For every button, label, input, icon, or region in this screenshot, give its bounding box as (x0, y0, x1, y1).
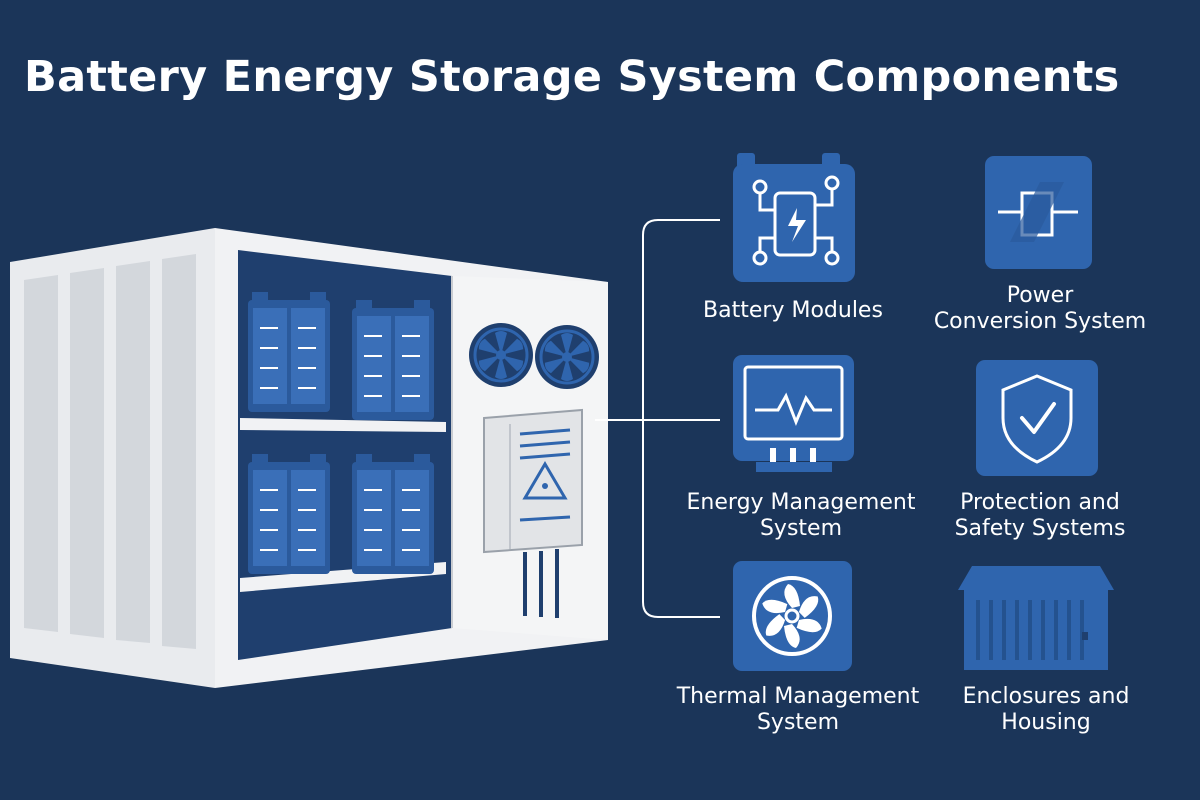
hazard-warning-icon (522, 461, 568, 500)
side-corrugation-panel (116, 261, 150, 643)
battery-unit (248, 292, 330, 412)
component-label-power-conversion: Power Conversion System (933, 283, 1147, 334)
cooling-fan (469, 323, 533, 387)
monitor-pulse-icon (733, 355, 854, 472)
battery-racks (248, 292, 434, 574)
connector-lines (595, 219, 720, 618)
battery-chip-icon (733, 153, 855, 282)
storage-container-illustration (10, 228, 608, 688)
side-corrugation-panel (24, 275, 58, 632)
battery-shelf (240, 418, 446, 432)
battery-unit (352, 300, 434, 420)
side-corrugation-panel (162, 254, 196, 649)
battery-unit (248, 454, 330, 574)
component-label-battery-modules: Battery Modules (703, 298, 883, 323)
battery-unit (352, 454, 434, 574)
component-label-energy-management: Energy Management System (686, 490, 916, 541)
fan-icon (733, 561, 852, 671)
component-label-enclosures-housing: Enclosures and Housing (962, 684, 1130, 735)
component-label-thermal-management: Thermal Management System (676, 684, 920, 735)
shield-check-icon (976, 360, 1098, 476)
container-icon (958, 566, 1114, 670)
component-label-protection-safety: Protection and Safety Systems (954, 490, 1126, 541)
page-title: Battery Energy Storage System Components (24, 52, 1120, 102)
cooling-fan (535, 325, 599, 389)
electrical-cabinet (483, 408, 583, 618)
power-waveform-icon (985, 156, 1092, 269)
side-corrugation-panel (70, 268, 104, 638)
